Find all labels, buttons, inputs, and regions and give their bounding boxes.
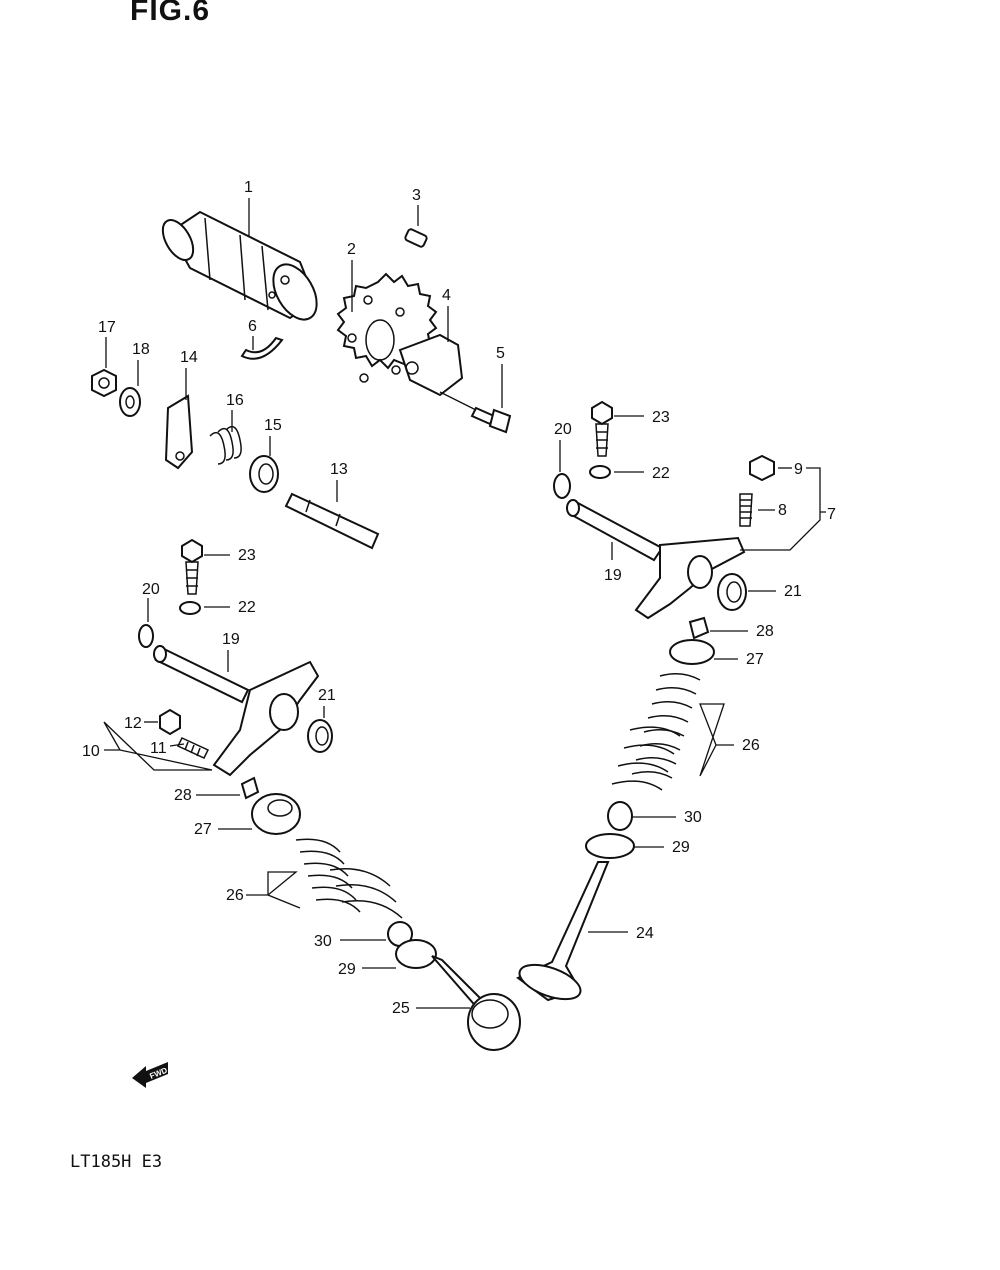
callout-p29b: 29 <box>672 839 690 856</box>
callout-p23a: 23 <box>238 547 256 564</box>
sprocket-bolt-drawing <box>439 391 512 434</box>
leader-lines <box>103 198 826 1009</box>
callout-p20a: 20 <box>142 581 160 598</box>
callout-p25: 25 <box>392 1000 410 1017</box>
leader-p26b <box>699 703 734 777</box>
model-code: LT185H E3 <box>70 1152 163 1172</box>
adjust-screw-11-drawing <box>176 737 210 759</box>
nut-17-drawing <box>91 368 117 398</box>
spring-16-drawing <box>209 425 242 465</box>
cotter-28-right-drawing <box>688 616 710 640</box>
oil-seal-drawing <box>249 455 279 493</box>
callout-p21b: 21 <box>784 583 802 600</box>
decomp-shaft-drawing <box>284 492 380 550</box>
washer-21-right-drawing <box>717 573 747 611</box>
washer-22-right-drawing <box>589 465 611 479</box>
leader-p26a <box>246 871 301 909</box>
callout-p19b: 19 <box>604 567 622 584</box>
leader-p7 <box>740 467 826 551</box>
callout-p12: 12 <box>124 715 142 732</box>
figure-title: FIG.6 <box>130 0 211 27</box>
sprocket-plate-drawing <box>398 333 464 397</box>
callout-p16: 16 <box>226 392 244 409</box>
callout-p22a: 22 <box>238 599 256 616</box>
valve-24-drawing <box>516 861 610 1002</box>
bolt-23-right-drawing <box>591 400 613 457</box>
callout-p10: 10 <box>82 743 100 760</box>
cam-sprocket-drawing <box>336 272 438 383</box>
oring-20-left-drawing <box>138 624 154 648</box>
callout-p19a: 19 <box>222 631 240 648</box>
callout-p17: 17 <box>98 319 116 336</box>
callout-p4: 4 <box>442 287 451 304</box>
callout-p23b: 23 <box>652 409 670 426</box>
seat-29-right-drawing <box>585 833 635 859</box>
rocker-arm-right-drawing <box>634 536 746 620</box>
dowel-pin-drawing <box>404 228 428 248</box>
callout-p30b: 30 <box>684 809 702 826</box>
callout-p28b: 28 <box>756 623 774 640</box>
callout-p18: 18 <box>132 341 150 358</box>
callout-p14: 14 <box>180 349 198 366</box>
springs-26-left-drawing <box>295 838 403 919</box>
callout-p30a: 30 <box>314 933 332 950</box>
leader-p11 <box>169 743 185 747</box>
callout-p13: 13 <box>330 461 348 478</box>
seal-30-right-drawing <box>607 801 633 831</box>
callout-p21a: 21 <box>318 687 336 704</box>
washer-18-drawing <box>119 387 141 417</box>
retainer-27-right-drawing <box>669 639 715 665</box>
camshaft-drawing <box>161 210 318 321</box>
callout-p3: 3 <box>412 187 421 204</box>
valve-25-drawing <box>431 955 521 1051</box>
callout-p28a: 28 <box>174 787 192 804</box>
nut-12-drawing <box>159 708 181 736</box>
callout-p5: 5 <box>496 345 505 362</box>
rocker-shaft-right-drawing <box>566 499 664 562</box>
callout-p7: 7 <box>827 506 836 523</box>
washer-22-left-drawing <box>179 601 201 615</box>
oring-20-right-drawing <box>553 473 571 499</box>
cotter-28-left-drawing <box>240 776 260 800</box>
nut-9-drawing <box>749 454 775 482</box>
callout-p9: 9 <box>794 461 803 478</box>
springs-26-right-drawing <box>611 673 701 791</box>
callout-p22b: 22 <box>652 465 670 482</box>
callout-p29a: 29 <box>338 961 356 978</box>
callout-p27a: 27 <box>194 821 212 838</box>
bracket-14-drawing <box>164 394 194 470</box>
callout-p6: 6 <box>248 318 257 335</box>
seat-29-left-drawing <box>395 939 437 969</box>
rocker-shaft-left-drawing <box>153 645 250 704</box>
washer-21-left-drawing <box>307 719 333 753</box>
callout-p26b: 26 <box>742 737 760 754</box>
callout-p1: 1 <box>244 179 253 196</box>
callout-p15: 15 <box>264 417 282 434</box>
bolt-23-left-drawing <box>181 538 203 595</box>
callout-p8: 8 <box>778 502 787 519</box>
fwd-label: FWD <box>148 1066 168 1081</box>
leader-p10 <box>103 721 213 771</box>
callout-p24: 24 <box>636 925 654 942</box>
callout-p20b: 20 <box>554 421 572 438</box>
callout-p26a: 26 <box>226 887 244 904</box>
adjust-screw-8-drawing <box>739 493 753 527</box>
forward-arrow-icon: FWD <box>132 1062 169 1088</box>
callout-p11: 11 <box>150 740 167 757</box>
retainer-27-left-drawing <box>251 793 301 835</box>
callout-p27b: 27 <box>746 651 764 668</box>
rocker-arm-left-drawing <box>212 660 320 777</box>
callout-p2: 2 <box>347 241 356 258</box>
cam-clip-drawing <box>240 336 284 360</box>
